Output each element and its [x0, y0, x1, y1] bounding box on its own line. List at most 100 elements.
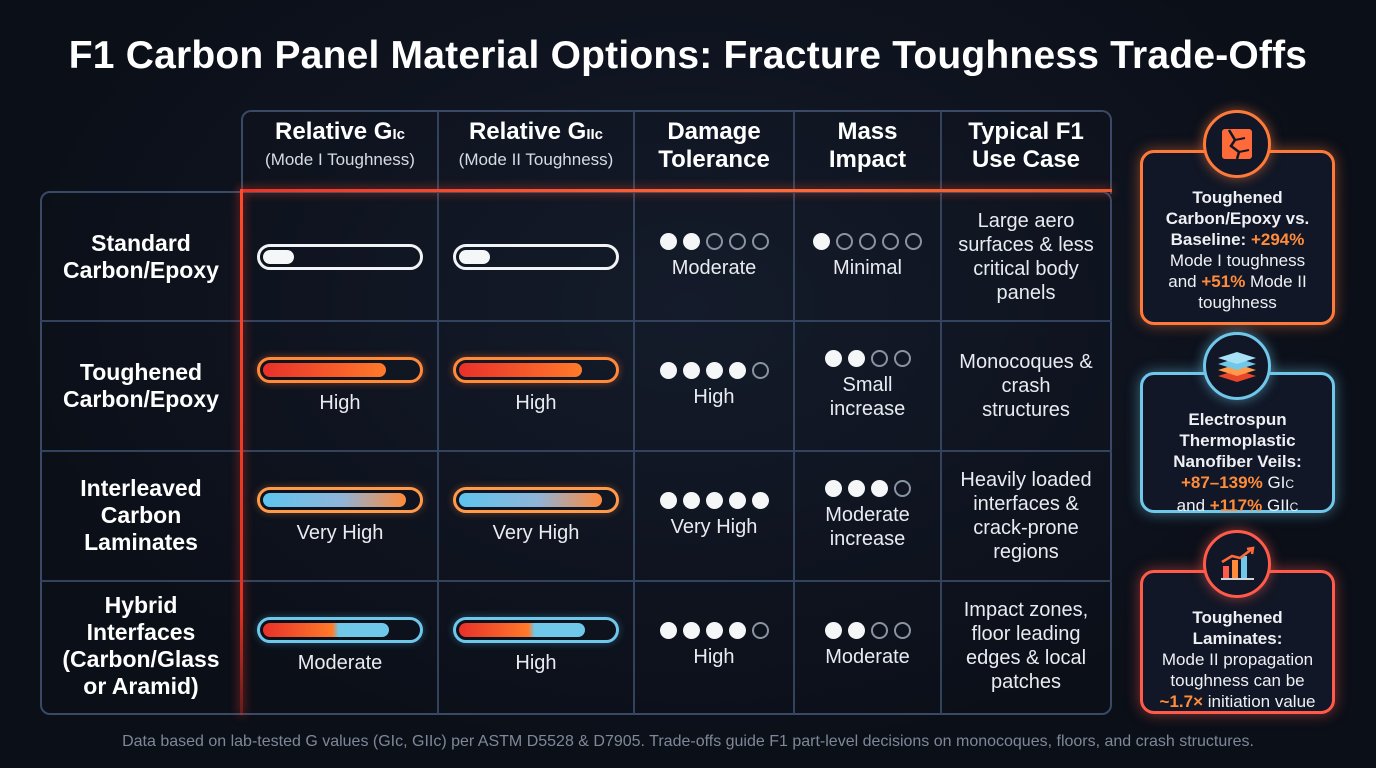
damage-rating-dots: [659, 233, 769, 250]
mass-cell: Moderate increase: [795, 452, 940, 579]
callout-segment: +87–139%: [1180, 473, 1263, 492]
damage-rating-dots: [659, 492, 769, 509]
giic-bar-fill: [459, 362, 583, 377]
filled-dot: [705, 622, 723, 639]
use-case-label: Heavily loaded interfaces & crack-prone …: [960, 468, 1092, 563]
filled-dot: [728, 362, 746, 379]
empty-dot: [893, 480, 911, 497]
giic-label: High: [515, 391, 557, 414]
filled-dot: [705, 492, 723, 509]
damage-label: Moderate: [671, 257, 757, 279]
use-case-cell: Monocoques & crash structures: [942, 322, 1110, 449]
callout-segment: Electrospun: [1188, 410, 1287, 429]
damage-cell: High: [635, 322, 793, 449]
filled-dot: [751, 492, 769, 509]
callout-line: Thermoplastic: [1143, 430, 1332, 451]
callout-segment: Mode II: [1245, 272, 1307, 291]
filled-dot: [847, 480, 865, 497]
giic-bar-track: [453, 243, 619, 270]
callout-segment: Laminates:: [1192, 629, 1283, 648]
damage-rating-dots: [659, 362, 769, 379]
giic-cell: High: [439, 582, 633, 709]
footnote: Data based on lab-tested G values (GIc, …: [122, 733, 1254, 750]
mass-rating-dots: [813, 233, 922, 250]
callout-line: and +117% GIIC: [1143, 495, 1332, 518]
gic-bar-track: [257, 616, 423, 643]
header-frame: [241, 110, 1112, 194]
gic-bar-fill: [263, 362, 387, 377]
callout-segment: +51%: [1201, 272, 1246, 291]
filled-dot: [682, 362, 700, 379]
damage-label: High: [693, 646, 735, 668]
giic-cell: High: [439, 322, 633, 449]
gic-cell: Moderate: [243, 582, 437, 709]
empty-dot: [870, 350, 888, 367]
use-case-label: Impact zones, floor leading edges & loca…: [963, 598, 1089, 693]
filled-dot: [682, 492, 700, 509]
filled-dot: [705, 362, 723, 379]
use-case-label: Large aero surfaces & less critical body…: [958, 209, 1094, 304]
mass-label: Moderate: [825, 646, 910, 668]
table-frame: [40, 191, 1112, 715]
giic-bar-fill: [459, 492, 603, 507]
giic-bar-track: [453, 616, 619, 643]
callout-segment: Mode I toughness: [1169, 251, 1306, 270]
callout-segment: Mode II propagation: [1161, 650, 1314, 669]
callout-line: Toughened: [1143, 607, 1332, 628]
giic-cell: Very High: [439, 452, 633, 579]
callout-segment: C: [1289, 500, 1299, 514]
filled-dot: [728, 492, 746, 509]
gic-label: Moderate: [297, 651, 383, 674]
gic-label: Very High: [296, 521, 384, 544]
damage-label: Very High: [670, 516, 758, 538]
callout-segment: Thermoplastic: [1179, 431, 1296, 450]
giic-bar-track: [453, 486, 619, 513]
mass-label: Minimal: [833, 257, 902, 279]
callout-line: Mode I toughness: [1143, 250, 1332, 271]
col-header-mass: Mass Impact: [828, 118, 907, 173]
callout-segment: toughness: [1198, 293, 1277, 312]
empty-dot: [836, 233, 853, 250]
giic-bar-fill: [459, 249, 490, 264]
empty-dot: [882, 233, 899, 250]
callout-segment: and: [1168, 272, 1202, 291]
gic-cell: High: [243, 322, 437, 449]
giic-bar-fill: [459, 622, 586, 637]
empty-dot: [893, 622, 911, 639]
col-header-giic: Relative GIIc (Mode II Toughness): [458, 118, 614, 169]
use-case-label: Monocoques & crash structures: [959, 350, 1093, 421]
row-header: Toughened Carbon/Epoxy: [63, 358, 219, 412]
callout-segment: and: [1176, 496, 1210, 515]
callout-line: Electrospun: [1143, 409, 1332, 430]
empty-dot: [893, 350, 911, 367]
mass-rating-dots: [824, 350, 911, 367]
callout-segment: toughness can be: [1170, 671, 1305, 690]
filled-dot: [682, 622, 700, 639]
filled-dot: [847, 350, 865, 367]
callout-segment: GI: [1262, 473, 1286, 492]
callout-segment: +117%: [1209, 496, 1263, 515]
gic-bar-track: [257, 243, 423, 270]
mass-rating-dots: [824, 622, 911, 639]
layered-veil-icon: [1203, 332, 1271, 400]
filled-dot: [824, 350, 842, 367]
damage-cell: Moderate: [635, 193, 793, 320]
filled-dot: [728, 622, 746, 639]
empty-dot: [751, 622, 769, 639]
mass-rating-dots: [824, 480, 911, 497]
callout-segment: Baseline:: [1170, 230, 1251, 249]
callout-line: Baseline: +294%: [1143, 229, 1332, 250]
filled-dot: [659, 622, 677, 639]
callout-line: and +51% Mode II: [1143, 271, 1332, 292]
use-case-cell: Heavily loaded interfaces & crack-prone …: [942, 452, 1110, 579]
callout-line: Carbon/Epoxy vs.: [1143, 208, 1332, 229]
filled-dot: [824, 622, 842, 639]
gic-cell: Very High: [243, 452, 437, 579]
callout-segment: Nanofiber Veils:: [1173, 452, 1302, 471]
col-header-gic: Relative GIc (Mode I Toughness): [265, 118, 415, 169]
empty-dot: [705, 233, 723, 250]
callout-segment: GII: [1262, 496, 1290, 515]
